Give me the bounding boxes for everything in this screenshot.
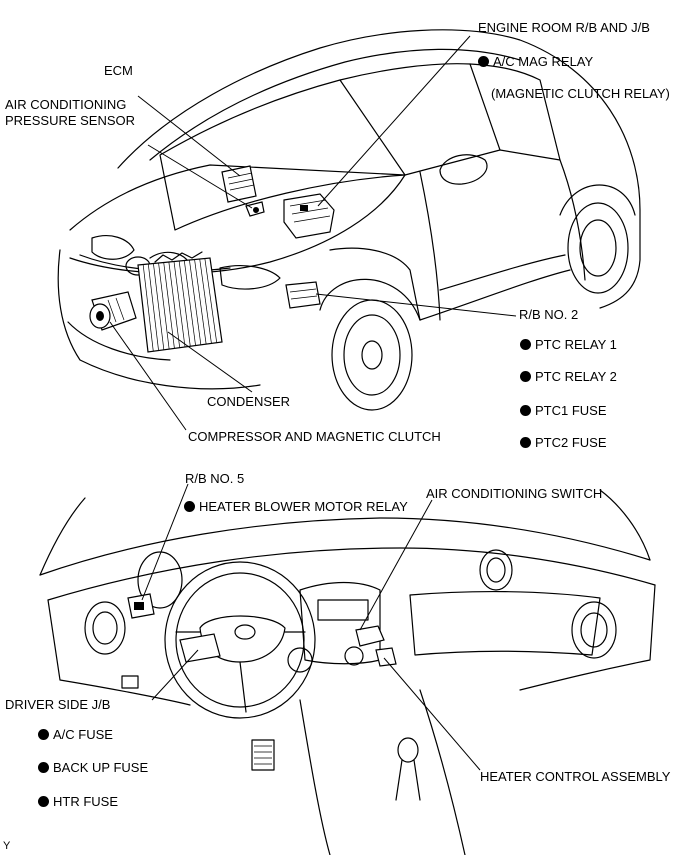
- heater-blower-relay-label: HEATER BLOWER MOTOR RELAY: [184, 499, 408, 515]
- ac-pressure-sensor-label-line1: AIR CONDITIONING: [5, 97, 127, 112]
- condenser-fin: [163, 262, 175, 349]
- condenser-fin: [173, 261, 186, 348]
- compressor-part: [89, 291, 137, 331]
- driver-side-jb-part: [179, 633, 221, 663]
- ptc-relay-1-label: PTC RELAY 1: [520, 337, 617, 353]
- condenser-fin: [142, 264, 154, 352]
- driver-side-jb-label: DRIVER SIDE J/B: [5, 697, 111, 712]
- back-up-fuse-label: BACK UP FUSE: [38, 760, 148, 776]
- bullet-icon: [520, 371, 531, 382]
- condenser-fin: [189, 259, 202, 345]
- dashboard-drawing: [39, 483, 656, 855]
- back-up-fuse-text: BACK UP FUSE: [53, 760, 149, 775]
- ac-mag-relay-label: A/C MAG RELAY: [478, 54, 593, 70]
- ac-mag-relay-text: A/C MAG RELAY: [493, 54, 594, 69]
- condenser-fin: [168, 261, 181, 348]
- ptc-relay-2-label: PTC RELAY 2: [520, 369, 617, 385]
- htr-fuse-label: HTR FUSE: [38, 794, 118, 810]
- magnetic-clutch-relay-label: (MAGNETIC CLUTCH RELAY): [491, 86, 670, 101]
- condenser-part: [137, 251, 223, 353]
- ac-fuse-label: A/C FUSE: [38, 727, 113, 743]
- ptc-relay-1-text: PTC RELAY 1: [535, 337, 617, 352]
- compressor-label: COMPRESSOR AND MAGNETIC CLUTCH: [188, 429, 441, 444]
- bullet-icon: [184, 501, 195, 512]
- bullet-icon: [520, 437, 531, 448]
- htr-fuse-text: HTR FUSE: [53, 794, 118, 809]
- ac-fuse-text: A/C FUSE: [53, 727, 113, 742]
- condenser-fin: [199, 258, 212, 344]
- condenser-label: CONDENSER: [207, 394, 291, 409]
- ptc2-fuse-text: PTC2 FUSE: [535, 435, 607, 450]
- bullet-icon: [38, 796, 49, 807]
- condenser-fin: [204, 258, 218, 343]
- pressure-sensor-part: [245, 201, 265, 217]
- bullet-icon: [478, 56, 489, 67]
- ptc1-fuse-text: PTC1 FUSE: [535, 403, 607, 418]
- bullet-icon: [38, 729, 49, 740]
- condenser-fin: [194, 259, 207, 345]
- car-exterior-drawing: [57, 29, 641, 431]
- ptc2-fuse-label: PTC2 FUSE: [520, 435, 607, 451]
- bullet-icon: [520, 339, 531, 350]
- ecm-part: [221, 165, 257, 203]
- condenser-fin: [153, 263, 165, 350]
- ecm-label: ECM: [104, 63, 133, 78]
- condenser-fin: [158, 262, 170, 350]
- bullet-icon: [38, 762, 49, 773]
- rb-no5-part: [127, 593, 155, 619]
- ptc-relay-2-text: PTC RELAY 2: [535, 369, 617, 384]
- condenser-fin: [178, 260, 191, 347]
- ac-pressure-sensor-label-line2: PRESSURE SENSOR: [5, 113, 136, 128]
- condenser-fin: [147, 263, 159, 351]
- rb-no2-label: R/B NO. 2: [519, 307, 579, 322]
- engine-room-rb-jb-label: ENGINE ROOM R/B AND J/B: [478, 20, 650, 35]
- condenser-fin: [183, 260, 196, 346]
- heater-blower-relay-text: HEATER BLOWER MOTOR RELAY: [199, 499, 408, 514]
- ac-switch-label: AIR CONDITIONING SWITCH: [426, 486, 603, 501]
- rb-no2-part: [285, 281, 321, 309]
- engine-room-rb-part: [283, 193, 335, 239]
- bullet-icon: [520, 405, 531, 416]
- ptc1-fuse-label: PTC1 FUSE: [520, 403, 607, 419]
- rb-no5-label: R/B NO. 5: [185, 471, 245, 486]
- heater-control-assembly-label: HEATER CONTROL ASSEMBLY: [480, 769, 671, 784]
- corner-mark: Y: [3, 840, 11, 852]
